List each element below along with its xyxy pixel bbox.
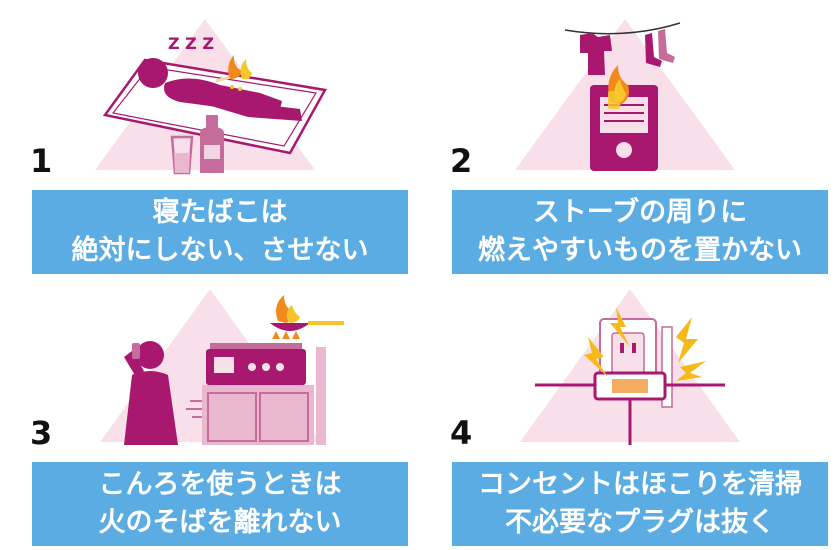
sleep-zzz: Z Z Z (168, 34, 214, 53)
glass-icon (170, 135, 194, 175)
panel-1: Z Z Z 1 寝たばこは 絶対にしない、させない (20, 5, 420, 275)
step-number: 1 (30, 142, 53, 180)
step-number: 3 (30, 414, 53, 452)
kitchen-illustration (100, 289, 344, 445)
kitchen-cabinet-icon (202, 347, 326, 445)
caption-line-1: こんろを使うときは (98, 469, 342, 500)
panel-3: 3 こんろを使うときは 火のそばを離れない (20, 277, 420, 547)
step-number: 4 (450, 414, 473, 452)
step-number: 2 (450, 142, 473, 180)
sleeping-smoker-illustration: Z Z Z (95, 19, 327, 175)
caption-line-1: コンセントはほこりを清掃 (478, 469, 802, 500)
gas-stove-icon (206, 343, 306, 385)
panel-2: 2 ストーブの周りに 燃えやすいものを置かない (440, 5, 840, 275)
plug-icon (535, 371, 725, 445)
caption-line-1: ストーブの周りに (532, 197, 748, 228)
caption-line-1: 寝たばこは (152, 197, 288, 228)
caption-line-2: 絶対にしない、させない (71, 235, 369, 266)
panel-4: 4 コンセントはほこりを清掃 不必要なプラグは抜く (440, 277, 840, 547)
caption-line-2: 火のそばを離れない (98, 507, 342, 538)
caption-box: 寝たばこは 絶対にしない、させない (32, 190, 408, 274)
stove-illustration (515, 19, 735, 171)
caption-box: こんろを使うときは 火のそばを離れない (32, 462, 408, 546)
caption-box: ストーブの周りに 燃えやすいものを置かない (452, 190, 828, 274)
caption-box: コンセントはほこりを清掃 不必要なプラグは抜く (452, 462, 828, 546)
person-on-phone-icon (124, 341, 178, 445)
caption-line-2: 燃えやすいものを置かない (478, 235, 802, 266)
outlet-illustration (520, 289, 740, 445)
bottle-icon (200, 115, 224, 173)
frying-pan-icon (270, 321, 344, 331)
cigarette-icon (215, 55, 252, 91)
sleeping-person-icon (138, 58, 302, 121)
laundry-icon (564, 22, 681, 75)
spark-icon (584, 307, 706, 381)
flame-icon (272, 295, 300, 339)
flame-icon (608, 65, 629, 109)
caption-line-2: 不必要なプラグは抜く (505, 507, 775, 538)
